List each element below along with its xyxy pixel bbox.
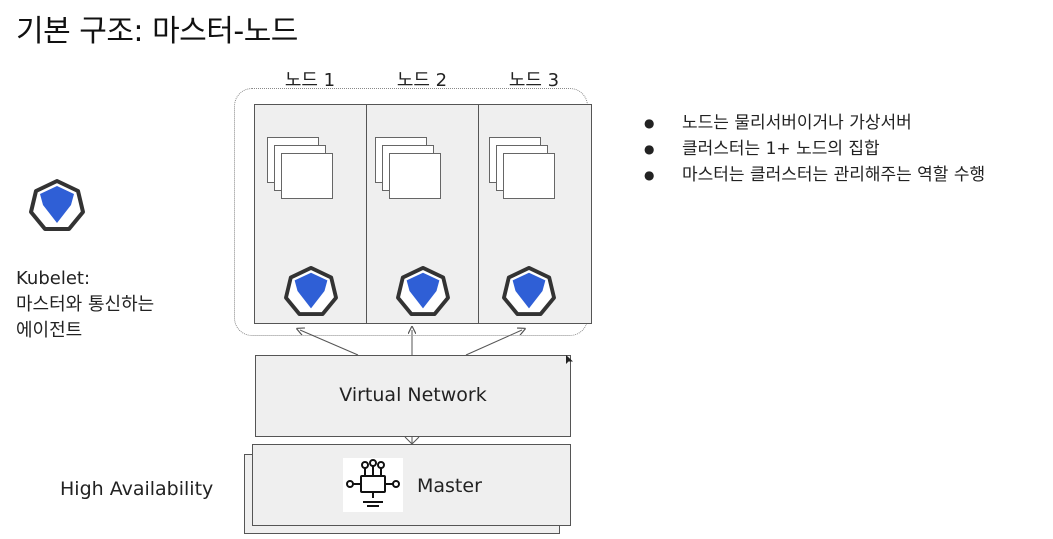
virtual-network-box: Virtual Network (255, 355, 571, 437)
pod-icon (281, 153, 333, 199)
kubelet-desc-line: 마스터와 통신하는 (16, 294, 155, 315)
master-label: Master (417, 475, 482, 497)
kubelet-icon (395, 265, 451, 317)
kubelet-icon (283, 265, 339, 317)
list-item: 노드는 물리서버이거나 가상서버 (644, 110, 985, 136)
kubelet-icon (501, 265, 557, 317)
master-network-icon (343, 458, 403, 512)
page-title: 기본 구조: 마스터-노드 (16, 14, 298, 49)
high-availability-label: High Availability (60, 478, 214, 500)
bullet-list: 노드는 물리서버이거나 가상서버 클러스터는 1+ 노드의 집합 마스터는 클러… (644, 110, 985, 188)
node-label-2: 노드 2 (396, 70, 448, 91)
node-box-2 (366, 104, 480, 324)
node-label-3: 노드 3 (508, 70, 560, 91)
kubelet-desc-line: 에이전트 (16, 320, 83, 341)
master-box (252, 444, 571, 526)
cursor-icon (566, 350, 574, 369)
list-item: 마스터는 클러스터는 관리해주는 역할 수행 (644, 162, 985, 188)
kubelet-label: Kubelet: (16, 268, 91, 289)
pod-icon (389, 153, 441, 199)
kubelet-description: Kubelet: 마스터와 통신하는 에이전트 (16, 266, 154, 344)
virtual-network-label: Virtual Network (339, 384, 487, 406)
pod-icon (503, 153, 555, 199)
list-item: 클러스터는 1+ 노드의 집합 (644, 136, 985, 162)
node-label-1: 노드 1 (284, 70, 336, 91)
node-box-3 (478, 104, 592, 324)
node-box-1 (254, 104, 368, 324)
kubelet-legend-icon (28, 178, 86, 232)
